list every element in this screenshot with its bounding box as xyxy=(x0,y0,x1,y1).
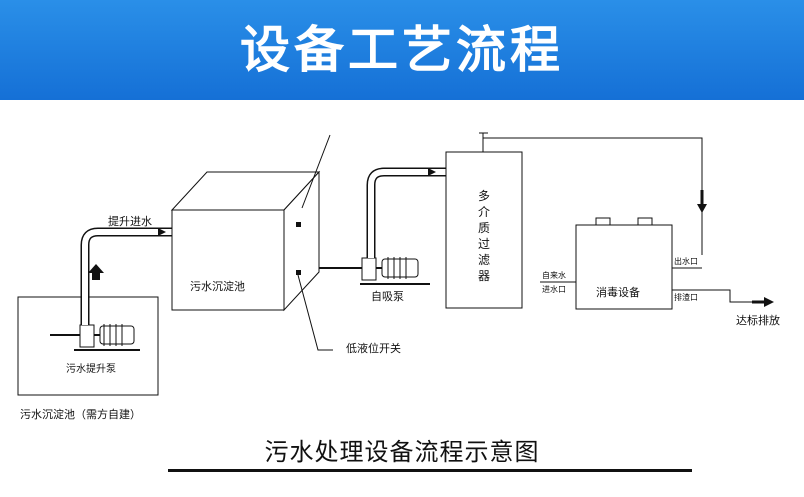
disinfection-equipment-label: 消毒设备 xyxy=(596,285,640,299)
settling-tank xyxy=(170,170,321,312)
low-level-switch-label: 低液位开关 xyxy=(346,341,401,355)
tap-water-label: 自来水 xyxy=(542,270,566,280)
filter-label-char-6: 器 xyxy=(478,269,490,283)
discharge-label: 达标排放 xyxy=(736,313,780,327)
self-priming-pump-label: 自吸泵 xyxy=(371,290,404,303)
page-title: 设备工艺流程 xyxy=(240,21,564,79)
filter-label-char-3: 质 xyxy=(478,221,490,235)
self-priming-pump xyxy=(340,257,430,285)
discharge-arrow-icon xyxy=(764,297,774,307)
tap-water-inlet-label: 进水口 xyxy=(542,284,566,294)
flow-right-arrow-icon xyxy=(158,228,166,236)
filter-label-char-1: 多 xyxy=(478,189,490,203)
title-banner xyxy=(0,0,804,100)
lift-pump-label: 污水提升泵 xyxy=(66,363,116,375)
lift-inlet-label: 提升进水 xyxy=(108,215,152,228)
lift-pump xyxy=(50,324,140,351)
drain-outlet-label: 排渣口 xyxy=(674,292,698,302)
filter-label-char-5: 滤 xyxy=(478,253,490,267)
caption-underline xyxy=(168,469,692,472)
settling-tank-label: 污水沉淀池 xyxy=(190,279,245,293)
outlet-label: 出水口 xyxy=(674,256,698,266)
disinfection-equipment xyxy=(575,217,673,310)
filter-feed-pipe xyxy=(366,167,446,258)
flow-up-arrow-icon xyxy=(88,264,104,280)
diagram-caption: 污水处理设备流程示意图 xyxy=(264,438,540,466)
filter-label-char-2: 介 xyxy=(478,205,490,219)
filter-label-char-4: 过 xyxy=(478,237,490,251)
multimedia-filter xyxy=(445,151,523,309)
flow-down-arrow-icon xyxy=(697,204,707,213)
sump-tank-label: 污水沉淀池（需方自建） xyxy=(20,407,141,421)
